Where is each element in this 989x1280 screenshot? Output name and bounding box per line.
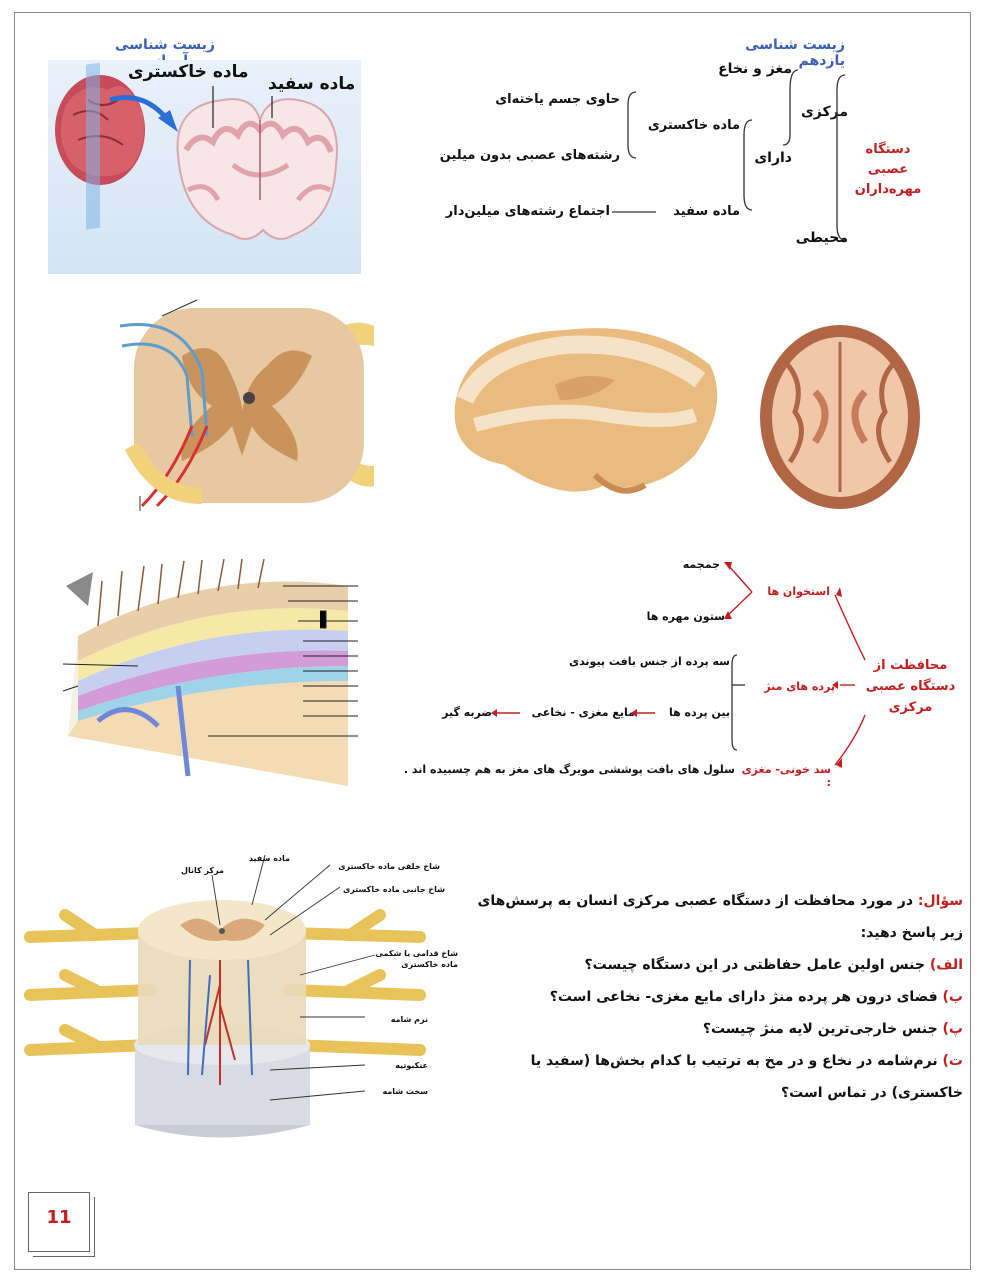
protection-meninges: پرده های منژ — [764, 680, 835, 693]
brain-sagittal-image — [445, 305, 725, 510]
brain-axial-image — [755, 322, 925, 512]
label-white-matter-2: ماده سفید — [248, 854, 290, 863]
label-dura: سخت شامه — [382, 1087, 428, 1096]
tree-gray: ماده خاکستری — [647, 118, 740, 133]
protection-bone-skull: جمجمه — [682, 558, 720, 571]
tree-central: مرکزی — [800, 104, 848, 120]
label-pointers — [212, 86, 273, 128]
tree-gray-item-1: حاوی جسم یاخته‌ای — [495, 92, 620, 107]
label-posterior-horn: شاخ خلفی ماده خاکستری — [338, 862, 440, 871]
tree-peripheral: محیطی — [795, 230, 848, 246]
label-anterior-horn: شاخ قدامی یا شکمی ماده خاکستری — [375, 949, 458, 969]
question-item-a: الف) جنس اولین عامل حفاظتی در این دستگاه… — [584, 957, 964, 973]
meninges-csf: مایع مغزی - نخاعی — [531, 706, 635, 719]
tree-brackets — [612, 69, 846, 241]
question-intro: سؤال: در مورد محافظت از دستگاه عصبی مرکز… — [468, 885, 963, 949]
meninges-shock: ضربه گیر — [442, 706, 492, 719]
meninges-layers-image — [58, 556, 358, 792]
question-text: در مورد محافظت از دستگاه عصبی مرکزی انسا… — [477, 893, 963, 941]
page-frame — [14, 12, 971, 1270]
label-pia: نرم شامه — [390, 1015, 428, 1024]
label-central-canal: مرکز کانال — [181, 866, 224, 875]
label-arachnoid: عنکبوتیه — [395, 1061, 428, 1070]
page-number-box: 11 — [28, 1192, 95, 1257]
meninges-three-layers: سه پرده از جنس بافت پیوندی — [568, 655, 730, 668]
spinal-cord-section-image — [112, 296, 382, 511]
question-label: سؤال: — [917, 893, 963, 909]
tree-white: ماده سفید — [673, 204, 740, 219]
tree-root: دستگاه عصبی مهره‌داران — [854, 142, 922, 197]
question-item-p: پ) جنس خارجی‌ترین لایه منژ چیست؟ — [702, 1021, 963, 1037]
label-white-matter: ماده سفید — [268, 74, 356, 94]
protection-bones: استخوان ها — [767, 585, 830, 598]
meninges-between: بین پرده ها — [668, 706, 730, 719]
tree-has: دارای — [754, 150, 792, 166]
protection-connectors — [491, 562, 866, 768]
protection-bbb-desc: سلول های بافت پوششی مویرگ های مغز به هم … — [403, 763, 735, 776]
question-item-b: ب) فضای درون هر پرده منژ دارای مایع مغزی… — [549, 989, 963, 1005]
question-item-t: ت) نرم‌شامه در نخاع و در مخ به ترتیب با … — [530, 1053, 963, 1101]
brain-coronal-image — [48, 60, 361, 274]
right-title: زیست شناسی یازدهم — [745, 37, 845, 69]
protection-bone-spine: ستون مهره ها — [646, 610, 725, 623]
page-number: 11 — [46, 1207, 72, 1228]
protection-bbb: سد خونی- مغزی : — [741, 763, 831, 789]
tree-brain-spinal: مغز و نخاع — [718, 61, 792, 77]
tree-gray-item-2: رشته‌های عصبی بدون میلین — [439, 148, 620, 163]
question-block: سؤال: در مورد محافظت از دستگاه عصبی مرکز… — [468, 885, 963, 1109]
protection-root: محافظت از دستگاه عصبی مرکزی — [865, 658, 956, 715]
label-gray-matter: ماده خاکستری — [128, 62, 249, 82]
label-lateral-horn: شاخ جانبی ماده خاکستری — [342, 885, 445, 894]
tree-white-item: اجتماع رشته‌های میلین‌دار — [445, 204, 610, 219]
spinal-meninges-image — [20, 845, 460, 1145]
